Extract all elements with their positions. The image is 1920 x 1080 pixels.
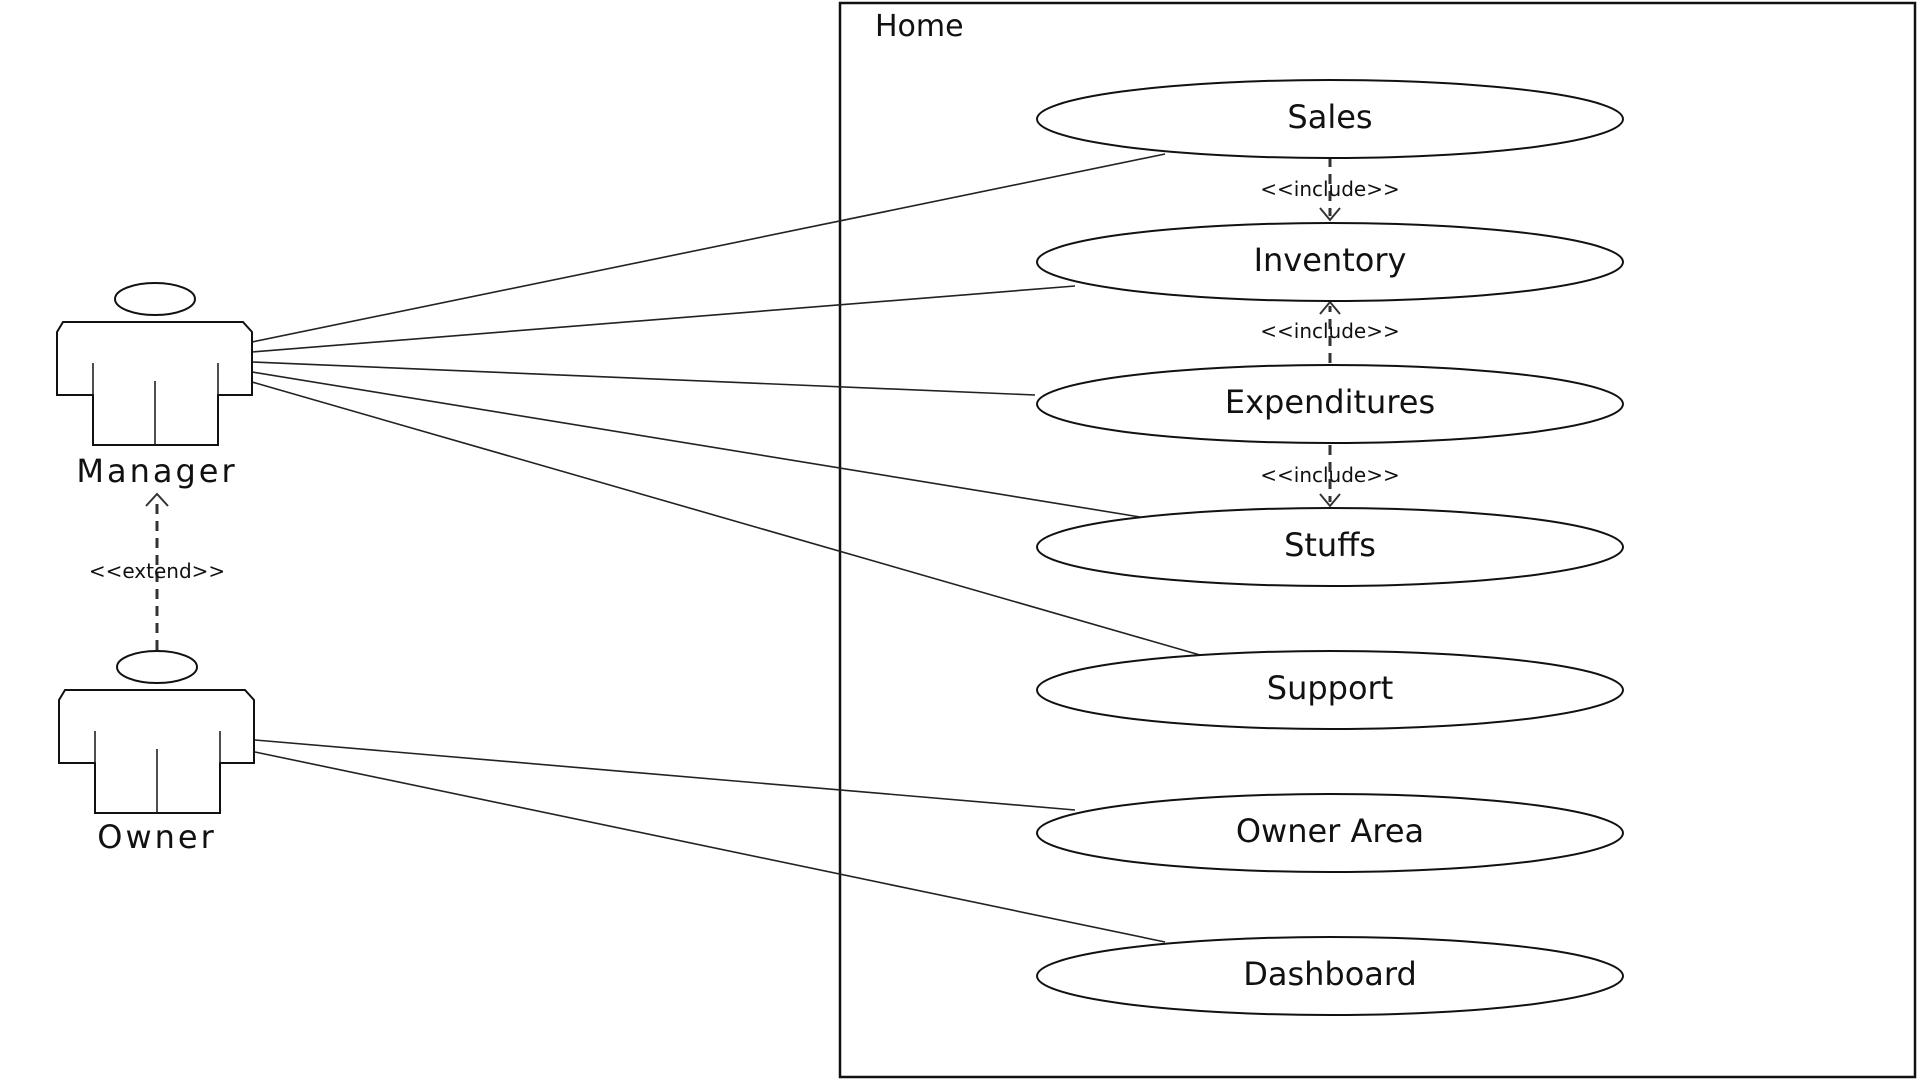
association-manager-inventory xyxy=(251,285,1076,353)
association-owner-dashboard xyxy=(254,751,1166,943)
extend-label: <<extend>> xyxy=(89,559,225,583)
arrowhead-icon xyxy=(1319,207,1341,222)
use-case-label: Dashboard xyxy=(1243,955,1417,993)
actor-head xyxy=(116,650,198,684)
association-manager-expenditures xyxy=(251,361,1036,396)
actor-head xyxy=(114,282,196,316)
arrowhead-icon xyxy=(145,492,169,507)
actor-label-manager: Manager xyxy=(76,452,237,490)
system-boundary xyxy=(838,1,1917,1079)
use-case-label: Sales xyxy=(1287,98,1372,136)
use-case-label: Expenditures xyxy=(1225,383,1435,421)
include-label-expenditures-inventory: <<include>> xyxy=(1260,319,1400,343)
association-manager-sales xyxy=(251,153,1166,343)
use-case-label: Owner Area xyxy=(1236,812,1424,850)
use-case-label: Stuffs xyxy=(1284,526,1376,564)
include-label-sales-inventory: <<include>> xyxy=(1260,177,1400,201)
use-case-label: Support xyxy=(1267,669,1394,707)
use-case-inventory[interactable]: Inventory xyxy=(1036,222,1624,302)
use-case-stuffs[interactable]: Stuffs xyxy=(1036,507,1624,587)
use-case-support[interactable]: Support xyxy=(1036,650,1624,730)
use-case-label: Inventory xyxy=(1254,241,1407,279)
use-case-sales[interactable]: Sales xyxy=(1036,79,1624,159)
include-label-expenditures-stuffs: <<include>> xyxy=(1260,463,1400,487)
actor-owner[interactable]: Owner xyxy=(58,650,255,856)
association-owner-owner-area xyxy=(254,739,1076,811)
system-boundary-title: Home xyxy=(875,9,964,44)
actor-label-owner: Owner xyxy=(97,818,216,856)
use-case-expenditures[interactable]: Expenditures xyxy=(1036,364,1624,444)
association-manager-stuffs xyxy=(251,371,1141,518)
association-manager-support xyxy=(251,381,1201,656)
use-case-dashboard[interactable]: Dashboard xyxy=(1036,936,1624,1016)
actor-manager[interactable]: Manager xyxy=(56,282,253,490)
use-case-owner-area[interactable]: Owner Area xyxy=(1036,793,1624,873)
arrowhead-icon xyxy=(1319,493,1341,508)
